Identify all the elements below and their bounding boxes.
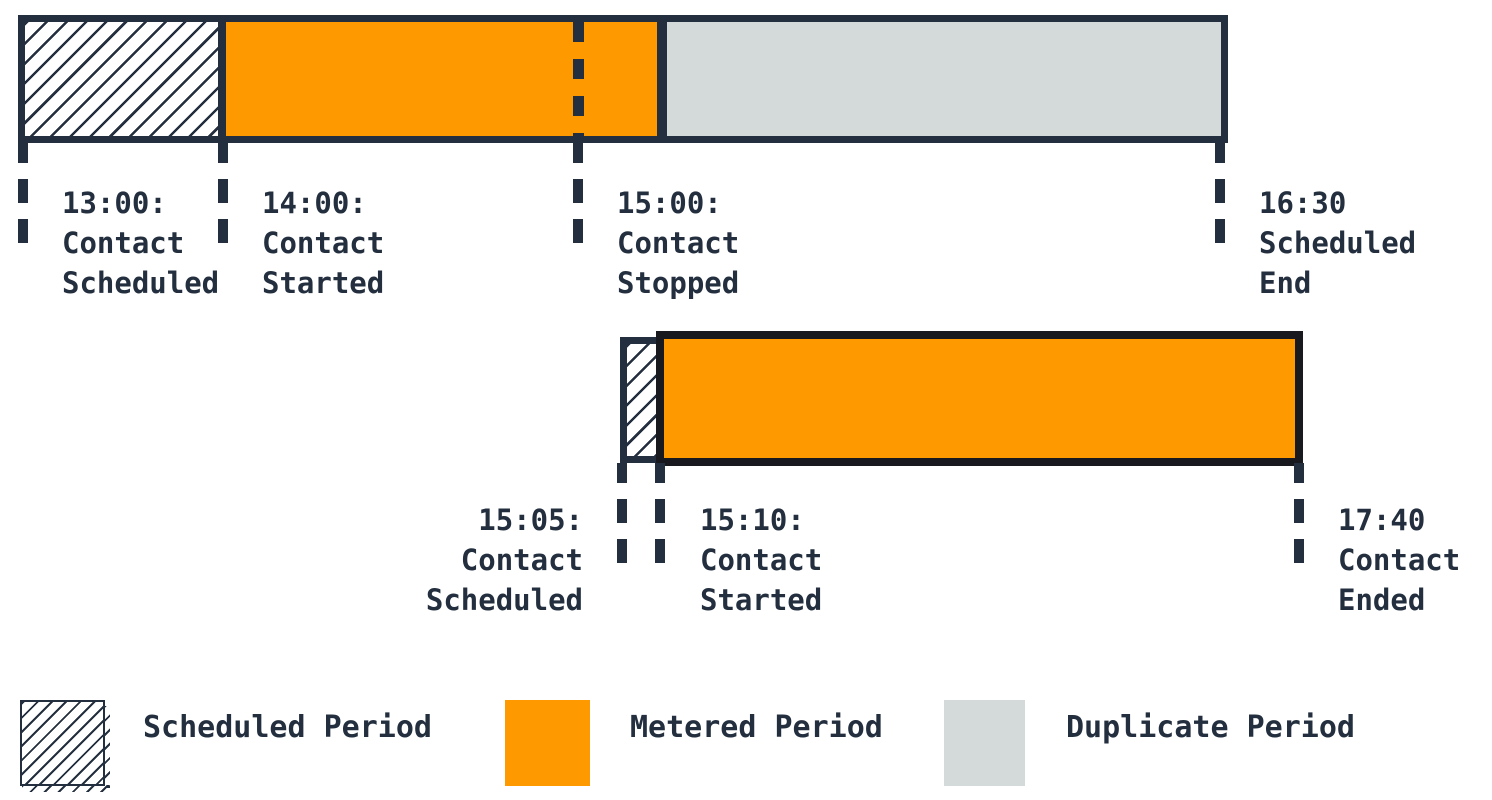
contact-2-scheduled-period-segment	[627, 344, 658, 456]
contact-1-metered-period-segment	[226, 22, 657, 136]
label-16-30-scheduled-end: 16:30 Scheduled End	[1259, 186, 1417, 300]
label-15-00-contact-stopped: 15:00: Contact Stopped	[617, 186, 740, 300]
tick-17-40	[1294, 463, 1304, 563]
legend-scheduled-period-swatch	[20, 700, 110, 792]
contact-1-bar	[18, 15, 1228, 143]
contact-1-scheduled-period-segment	[25, 22, 218, 136]
legend-duplicate-period-label: Duplicate Period	[1066, 710, 1355, 745]
contact-1-duplicate-start-divider	[657, 22, 667, 136]
contact-2-metered-period-segment	[656, 331, 1303, 466]
label-15-10-contact-started: 15:10: Contact Started	[700, 503, 823, 617]
tick-15-05	[617, 463, 627, 563]
tick-16-30	[1215, 143, 1225, 243]
tick-15-10	[655, 463, 665, 563]
legend-scheduled-period-label: Scheduled Period	[143, 710, 432, 745]
legend-metered-period-swatch	[505, 700, 590, 786]
tick-13-00	[18, 143, 28, 243]
tick-15-00	[573, 143, 583, 243]
label-14-00-contact-started: 14:00: Contact Started	[262, 186, 385, 300]
label-15-05-contact-scheduled: 15:05: Contact Scheduled	[425, 503, 583, 617]
label-13-00-contact-scheduled: 13:00: Contact Scheduled	[62, 186, 220, 300]
legend-metered-period-label: Metered Period	[630, 710, 883, 745]
contact-1-duplicate-period-segment	[667, 22, 1221, 136]
label-17-40-contact-ended: 17:40 Contact Ended	[1338, 503, 1461, 617]
legend-duplicate-period-swatch	[944, 700, 1025, 786]
contact-1-stopped-dashed-line	[573, 22, 584, 136]
tick-14-00	[218, 143, 228, 243]
contact-1-started-divider	[218, 22, 226, 136]
